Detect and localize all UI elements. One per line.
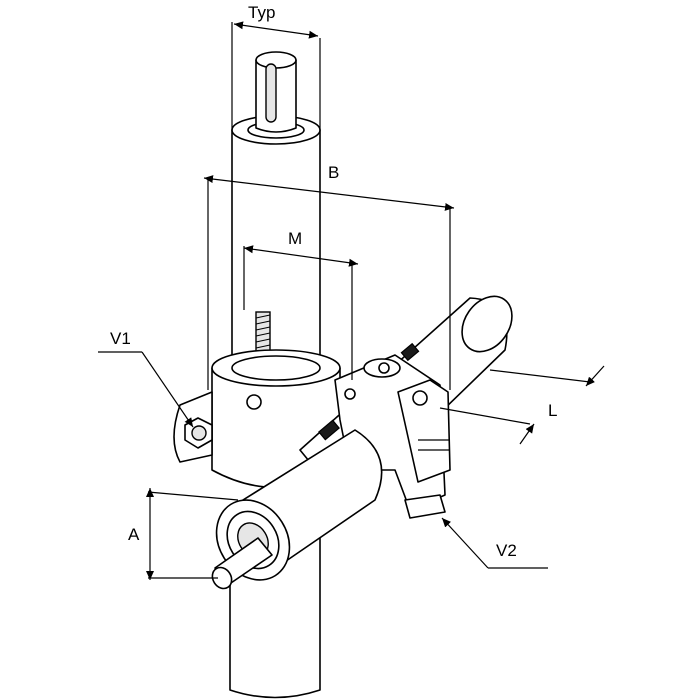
dimension-l bbox=[439, 365, 605, 445]
dimension-b bbox=[203, 175, 455, 390]
dimension-a bbox=[146, 488, 239, 580]
leader-v2 bbox=[441, 517, 548, 569]
label-l: L bbox=[548, 401, 557, 420]
label-typ: Typ bbox=[248, 3, 275, 22]
dimension-typ bbox=[231, 21, 321, 130]
label-m: M bbox=[288, 229, 302, 248]
front-tube bbox=[211, 429, 383, 590]
label-v2: V2 bbox=[496, 541, 517, 560]
dimension-m bbox=[243, 245, 359, 380]
cross-clamp-block bbox=[334, 354, 451, 519]
upper-tube bbox=[231, 51, 321, 373]
label-v1: V1 bbox=[110, 329, 131, 348]
label-a: A bbox=[128, 525, 140, 544]
leader-v1 bbox=[98, 351, 194, 428]
label-b: B bbox=[328, 163, 339, 182]
